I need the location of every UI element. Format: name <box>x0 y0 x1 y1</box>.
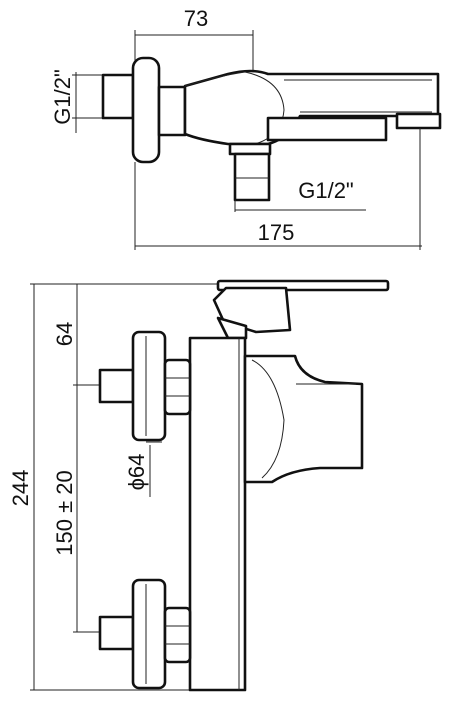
wall-flange-top <box>131 56 161 164</box>
upper-flange <box>131 330 167 442</box>
spout-front <box>243 354 364 484</box>
dim-thread-left-label: G1/2" <box>50 69 75 125</box>
outlet-connector-top <box>233 152 271 202</box>
spout-inner-curve <box>251 359 285 479</box>
dim-thread-outlet-label: G1/2" <box>298 178 354 203</box>
outlet-nut-top <box>228 142 272 156</box>
dim-150-label: 150 ± 20 <box>52 470 77 555</box>
aerator-top <box>395 112 442 130</box>
top-view: 73 G1/2" G1/2" 175 <box>50 6 442 250</box>
upper-nut <box>163 358 192 416</box>
nut-top <box>157 85 187 137</box>
dim-diameter-label: ϕ64 <box>124 454 149 491</box>
spout-plate-top <box>266 116 388 142</box>
lower-connector-stub <box>98 615 135 651</box>
dim-64-label: 64 <box>52 322 77 346</box>
mixer-body-front <box>188 336 247 692</box>
lower-nut <box>163 606 192 664</box>
wall-connector-top <box>101 73 135 120</box>
dim-73-label: 73 <box>184 6 208 31</box>
front-view: 244 64 150 ± 20 ϕ64 <box>8 279 390 692</box>
upper-connector-stub <box>98 368 135 404</box>
dim-244-label: 244 <box>8 470 33 507</box>
dim-175-label: 175 <box>258 220 295 245</box>
lower-flange <box>131 578 167 690</box>
